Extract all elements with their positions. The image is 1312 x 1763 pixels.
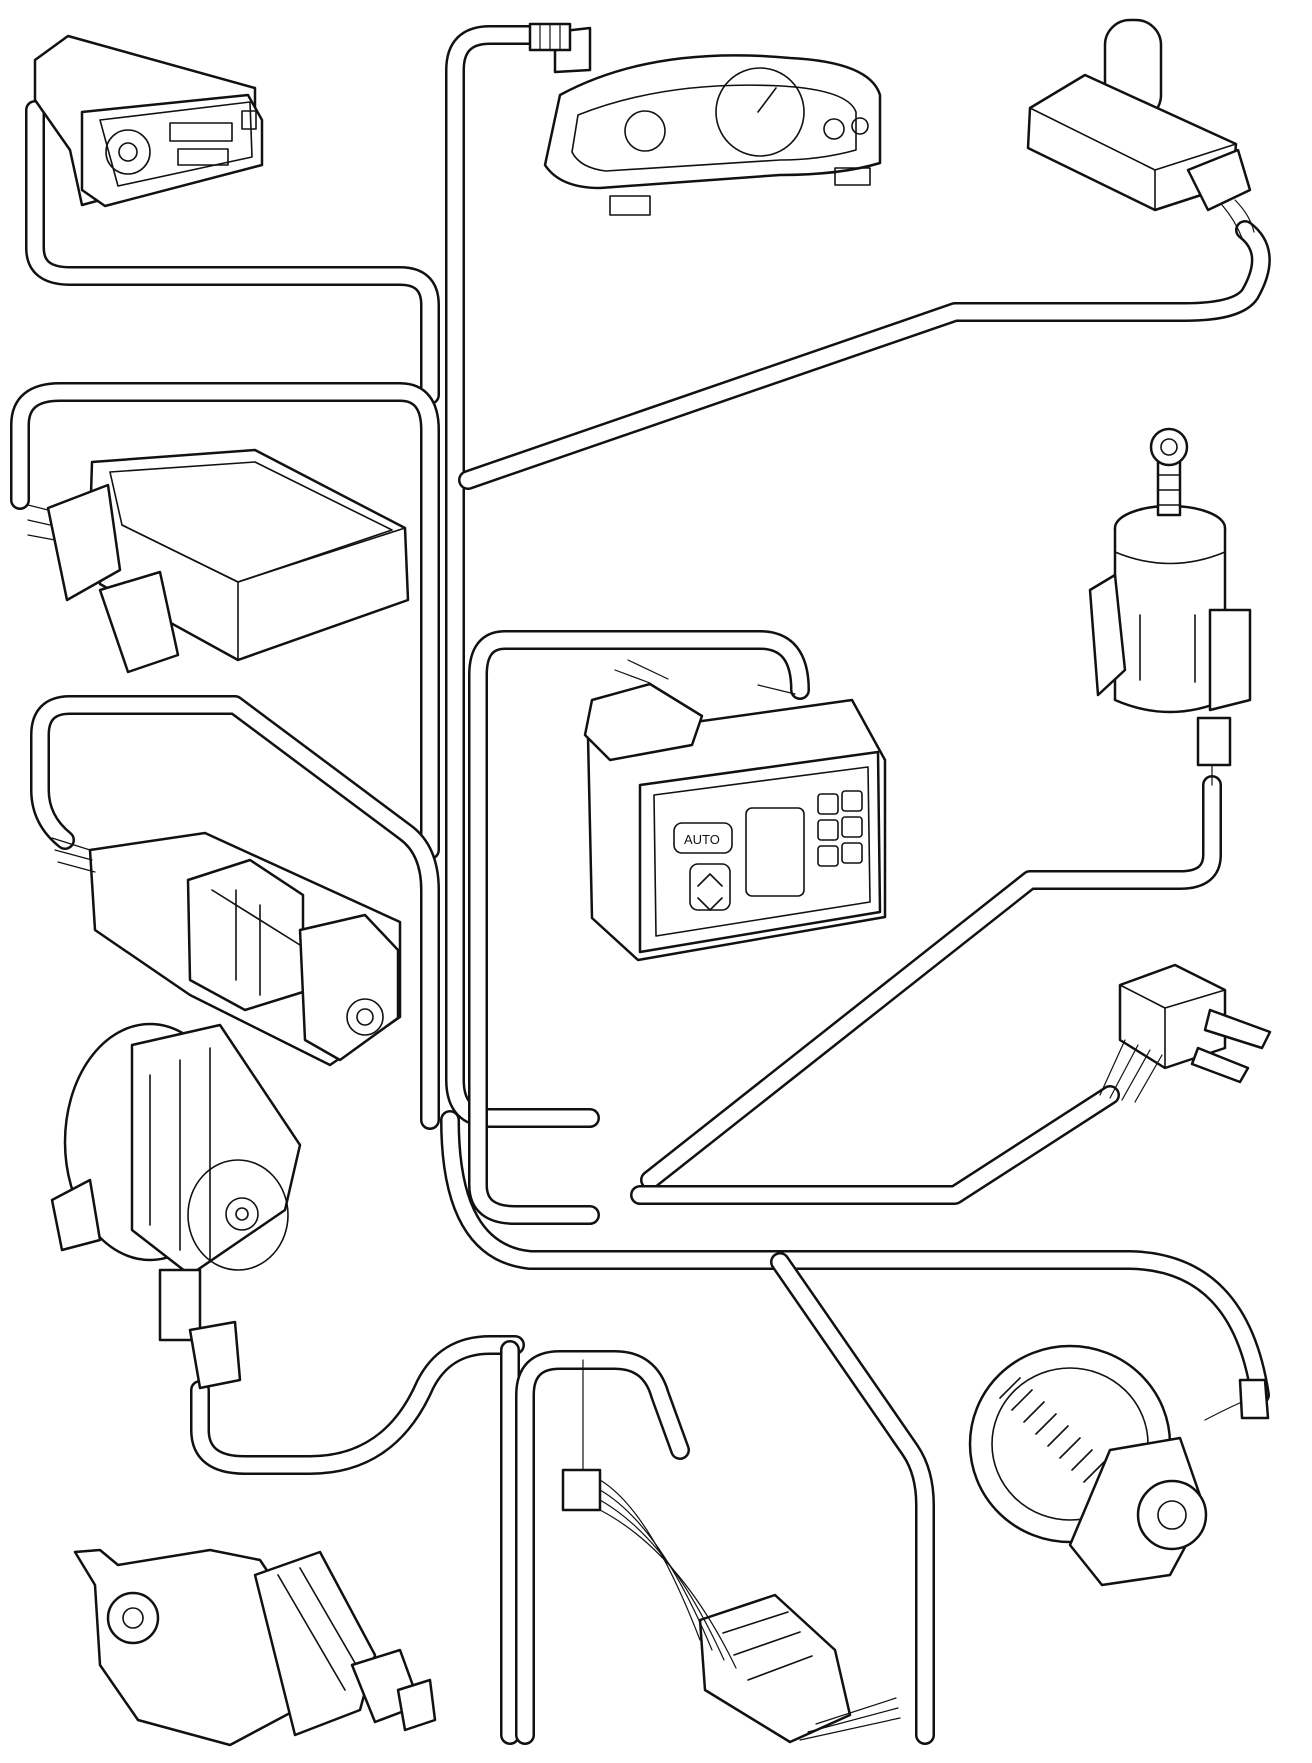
harness-branch-actuator-1 <box>190 1335 525 1475</box>
relay-connector-icon <box>1099 963 1272 1103</box>
wiring-harness <box>10 25 1271 1745</box>
temperature-sensor-connector-icon <box>561 1359 901 1744</box>
connector-icon <box>528 22 572 52</box>
ignition-switch-icon <box>1088 427 1252 786</box>
actuator-motor-1-icon <box>50 1022 302 1390</box>
climate-control-panel-icon: AUTO <box>583 659 887 962</box>
harness-branch-lower-center <box>515 1350 690 1745</box>
radio-display-icon <box>33 34 264 208</box>
control-module-icon <box>27 448 410 674</box>
sensor-module-icon <box>1026 18 1255 239</box>
auto-button-label: AUTO <box>684 832 720 847</box>
blower-motor-icon <box>968 1344 1270 1587</box>
switch-assembly-icon <box>51 831 402 1067</box>
actuator-motor-2-icon <box>73 1548 437 1747</box>
instrument-cluster-icon <box>543 26 882 216</box>
